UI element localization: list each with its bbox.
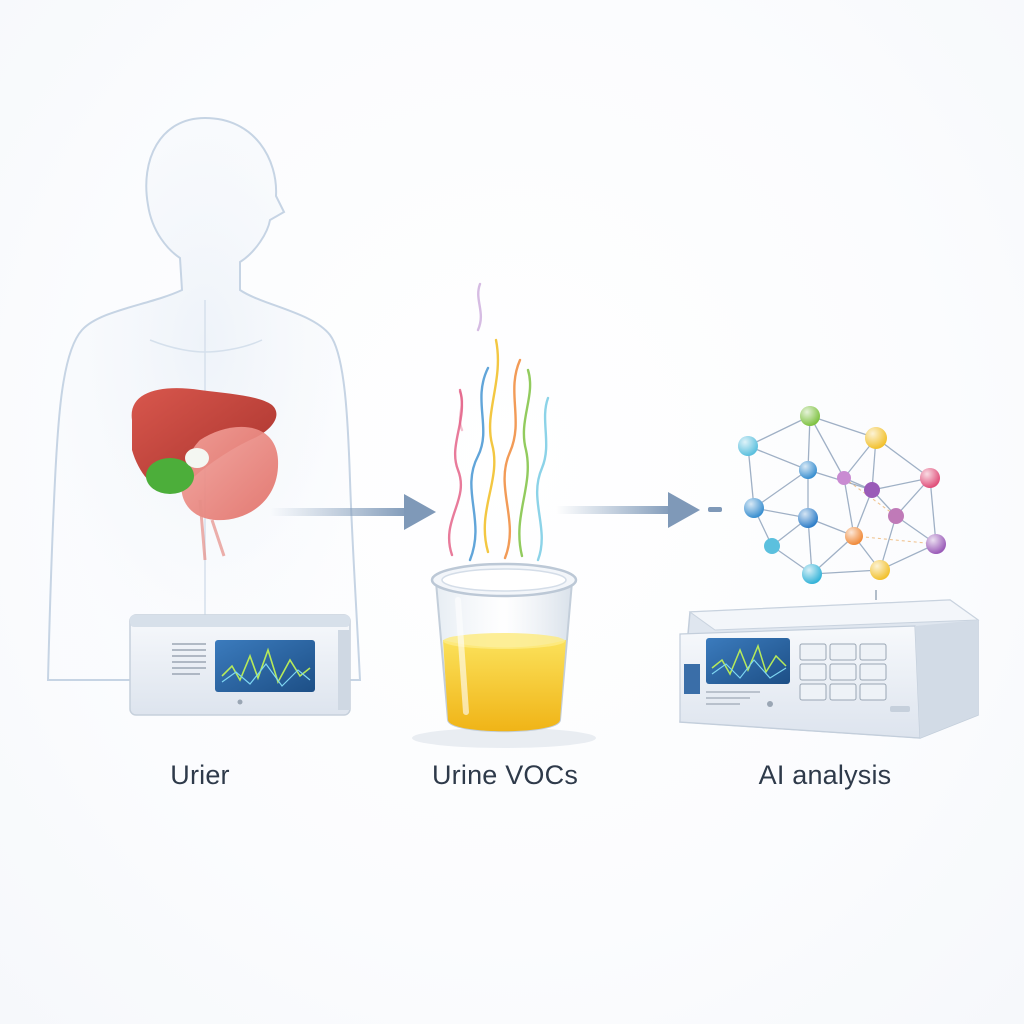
arrow-right-icon-2: [556, 492, 722, 528]
step-label-ai-analysis: AI analysis: [758, 760, 892, 790]
urine-cup-icon: [412, 562, 596, 748]
step-label-urier: Urier: [170, 760, 230, 790]
step-label-urine-vocs: Urine VOCs: [431, 760, 579, 790]
voc-vapor-icon: [447, 282, 550, 562]
network-graph-icon: [738, 406, 946, 600]
analyzer-device-icon: [679, 599, 980, 739]
arrow-right-icon: [270, 494, 436, 530]
liver-icon: [131, 388, 279, 561]
left-analyzer-device-icon: [129, 614, 351, 716]
